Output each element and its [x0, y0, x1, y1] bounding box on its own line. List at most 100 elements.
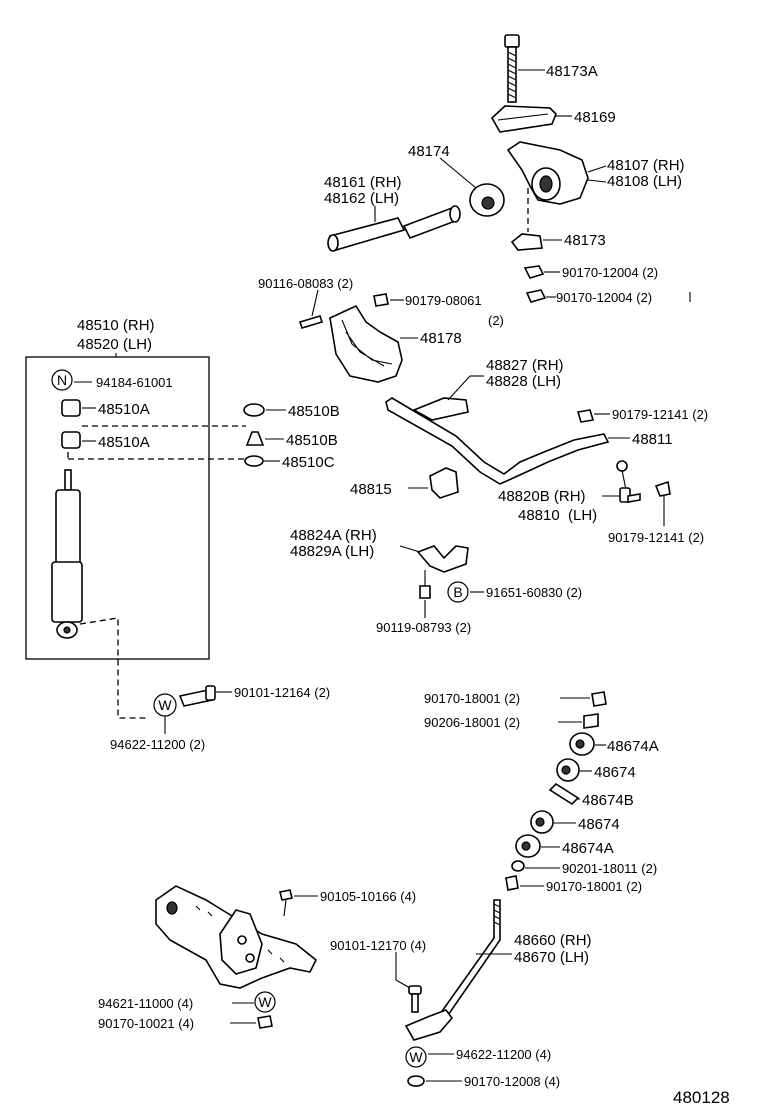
nut-90170-18001-a [560, 691, 607, 707]
badge-n-text: N [57, 372, 67, 388]
label-48520: 48520 (LH) [77, 336, 152, 353]
label-48174: 48174 [408, 143, 450, 160]
label-48173: 48173 [564, 232, 606, 249]
label-90206: 90206-18001 (2) [424, 715, 520, 730]
torsion-bar-48161 [327, 205, 461, 252]
label-48828: 48828 (LH) [486, 373, 561, 390]
nut-90179-12141-a [576, 409, 610, 423]
bushing-48674A-2 [515, 834, 560, 858]
label-90170-10021: 90170-10021 (4) [98, 1016, 194, 1031]
nut-90170-12004-b [525, 289, 556, 303]
shock-absorber-box [25, 356, 210, 660]
shock-absorber [51, 469, 83, 639]
cushion-48510B-2 [245, 431, 284, 446]
label-48811: 48811 [632, 431, 673, 448]
nut-90179-12141-b [654, 480, 671, 526]
bolt-90105 [279, 889, 318, 917]
label-48810-lh: (LH) [568, 507, 597, 524]
badge-w2 [254, 991, 276, 1013]
nut-90170-18001-b [505, 875, 544, 891]
label-90101-12164: 90101-12164 (2) [234, 685, 330, 700]
diagram-id: 480128 [673, 1088, 730, 1107]
label-94184: 94184-61001 [96, 375, 173, 390]
label-48829A: 48829A (LH) [290, 543, 374, 560]
label-48510B-2: 48510B [286, 432, 338, 449]
label-90119: 90119-08793 (2) [376, 620, 471, 635]
bushing-48674-2 [530, 810, 576, 834]
label-94622-b: 94622-11200 (4) [456, 1047, 551, 1062]
label-48674-2: 48674 [578, 816, 620, 833]
bracket-48178 [329, 304, 418, 383]
washer-48510C [244, 455, 280, 467]
stabilizer-bar-48811 [385, 397, 630, 485]
bracket-48107 [506, 141, 607, 205]
label-90105: 90105-10166 (4) [320, 889, 416, 904]
bolt-48173A [504, 34, 545, 103]
label-48162: 48162 (LH) [324, 190, 399, 207]
label-91651: 91651-60830 (2) [486, 585, 582, 600]
bushing-48674-1 [556, 758, 592, 782]
stopper-48169 [490, 105, 572, 133]
bracket-48824A [399, 545, 469, 573]
label-48815: 48815 [350, 481, 392, 498]
badge-n [51, 369, 73, 391]
label-48107: 48107 (RH) [607, 157, 685, 174]
nut-90170-12008 [407, 1075, 462, 1087]
label-48173A: 48173A [546, 63, 598, 80]
label-90170-12004-a: 90170-12004 (2) [562, 265, 658, 280]
label-48670: 48670 (LH) [514, 949, 589, 966]
badge-w2-text: W [258, 994, 272, 1010]
bolt-90116 [298, 289, 324, 329]
badge-b-text: B [453, 584, 462, 600]
label-90170-12004-b: 90170-12004 (2) [556, 290, 652, 305]
label-48178: 48178 [420, 330, 462, 347]
label-48810: 48810 [518, 507, 560, 524]
nut-90170-10021 [230, 1015, 273, 1029]
strut-bar-48660 [404, 899, 512, 1041]
collar-48674B [548, 782, 580, 806]
washer-90201 [511, 860, 560, 872]
label-94622-a: 94622-11200 (2) [110, 737, 205, 752]
label-48674A-1: 48674A [607, 738, 659, 755]
washer-90206 [558, 713, 599, 729]
bushing-48510A-1 [61, 399, 96, 417]
label-48169: 48169 [574, 109, 616, 126]
bolt-90119 [419, 570, 431, 618]
label-48510B-1: 48510B [288, 403, 340, 420]
bolt-90101-12164 [178, 685, 232, 707]
block-48173 [510, 233, 562, 251]
nut-90179-08061 [373, 293, 404, 307]
label-48674-1: 48674 [594, 764, 636, 781]
frame-bracket [155, 885, 318, 989]
badge-w3-text: W [409, 1049, 423, 1065]
washer-48510B-1 [243, 403, 286, 417]
label-48510C: 48510C [282, 454, 335, 471]
label-48824A: 48824A (RH) [290, 527, 377, 544]
arm-48174 [439, 157, 505, 217]
label-90170-18001-b: 90170-18001 (2) [546, 879, 642, 894]
label-48510: 48510 (RH) [77, 317, 155, 334]
bushing-48674A-1 [569, 732, 606, 756]
badge-w1-text: W [158, 697, 172, 713]
label-90179-12141-b: 90179-12141 (2) [608, 530, 704, 545]
label-90116: 90116-08083 (2) [258, 276, 353, 291]
label-48510A-1: 48510A [98, 401, 150, 418]
label-94621: 94621-11000 (4) [98, 996, 193, 1011]
nut-90170-12004-a [523, 265, 560, 279]
label-48674B: 48674B [582, 792, 634, 809]
label-90179-08061: 90179-08061 [405, 293, 482, 308]
label-48161: 48161 (RH) [324, 174, 402, 191]
label-90101-12170: 90101-12170 (4) [330, 938, 426, 953]
bracket-48827 [412, 375, 484, 421]
label-48510A-2: 48510A [98, 434, 150, 451]
bushing-48510A-2 [61, 431, 96, 449]
bolt-90101-12170 [395, 952, 422, 1013]
label-90201: 90201-18011 (2) [562, 861, 657, 876]
badge-w3 [405, 1046, 427, 1068]
label-90179-08061-qty: (2) [488, 313, 504, 328]
link-48820B [602, 460, 641, 503]
label-48820B: 48820B (RH) [498, 488, 586, 505]
label-90170-18001-a: 90170-18001 (2) [424, 691, 520, 706]
label-48660: 48660 (RH) [514, 932, 592, 949]
